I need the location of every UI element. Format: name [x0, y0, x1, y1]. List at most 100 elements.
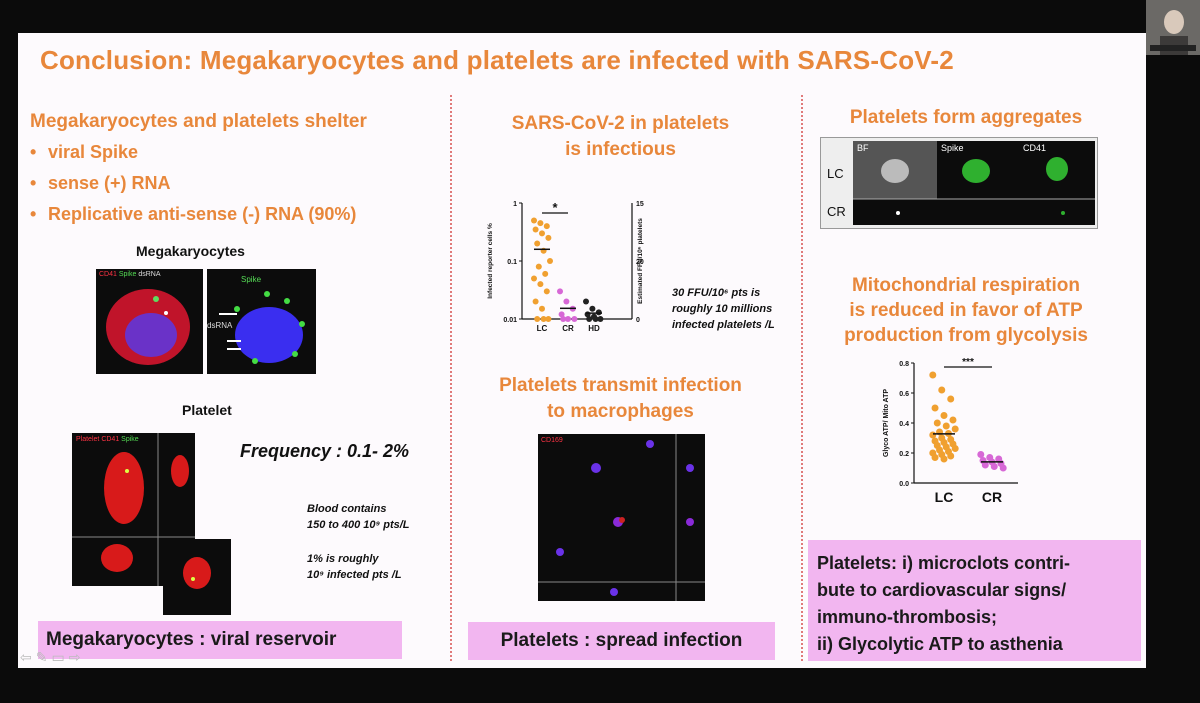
- data-point: [592, 316, 599, 322]
- group-label: CR: [982, 489, 1002, 505]
- data-point: [933, 419, 941, 427]
- webcam-thumbnail[interactable]: [1146, 0, 1200, 55]
- data-point: [981, 461, 989, 469]
- y-tick-label: 0.8: [899, 361, 909, 368]
- data-point: [542, 270, 549, 277]
- y2-axis-label: Estimated FFU/10⁶ platelets: [637, 218, 644, 304]
- label-spike: Spike: [118, 271, 137, 278]
- presentation-slide: Conclusion: Megakaryocytes and platelets…: [18, 33, 1146, 668]
- label-cd41-platelet: CD41: [101, 436, 120, 443]
- data-point: [940, 455, 948, 463]
- infectivity-chart: 10.10.01150200Infected reporter cells %E…: [484, 193, 648, 343]
- data-point: [532, 226, 539, 233]
- y-tick-label: 0.1: [507, 259, 517, 266]
- data-point: [535, 263, 542, 270]
- data-point: [931, 404, 939, 412]
- data-point: [531, 217, 537, 224]
- significance-label: ***: [962, 357, 974, 368]
- y-tick-label: 0.01: [503, 317, 517, 324]
- right-heading: Platelets form aggregates: [849, 107, 1083, 128]
- column-divider-1: [450, 95, 452, 661]
- data-point: [947, 395, 955, 403]
- column-divider-2: [801, 95, 803, 661]
- data-point: [545, 234, 552, 241]
- data-point: [539, 305, 545, 312]
- aggregate-images: [853, 141, 1095, 215]
- data-point: [563, 298, 570, 305]
- label-cd169: CD169: [541, 437, 563, 444]
- infectivity-scatter-svg: 10.10.01150200Infected reporter cells %E…: [487, 200, 648, 333]
- data-point: [545, 316, 552, 322]
- data-point: [586, 316, 593, 322]
- label-spike-platelet: Spike: [121, 436, 139, 443]
- group-label: LC: [935, 489, 954, 505]
- data-point: [951, 425, 959, 433]
- frequency-text: Frequency : 0.1- 2%: [240, 441, 410, 461]
- ffu-note: 30 FFU/10⁶ pts is roughly 10 millions in…: [672, 287, 775, 331]
- data-point: [583, 298, 589, 305]
- y-tick-label: 0.4: [899, 421, 909, 428]
- mk-cell-image: [106, 289, 190, 365]
- data-point: [534, 240, 541, 247]
- middle-heading: SARS-CoV-2 in platelets is infectious: [511, 113, 730, 160]
- y-tick-label: 0.0: [899, 481, 909, 488]
- platelet-3d-image: [183, 557, 211, 589]
- data-point: [990, 463, 998, 470]
- label-cd41: CD41: [99, 271, 117, 278]
- aggregate-grid: BF Spike CD41: [853, 141, 1095, 225]
- macrophage-image: [538, 434, 705, 601]
- data-point: [940, 412, 948, 419]
- presenter-video-icon: [1146, 0, 1200, 55]
- data-point: [931, 454, 939, 461]
- bullet-item: •sense (+) RNA: [30, 173, 171, 193]
- slide-nav-toolbar: ⇦✎▭⇨: [20, 649, 120, 671]
- pen-icon[interactable]: ✎: [35, 649, 48, 665]
- data-point: [947, 452, 955, 460]
- mk-dsrna-image: [219, 291, 305, 364]
- label-cd41-col: CD41: [1023, 143, 1047, 153]
- data-point: [571, 316, 578, 322]
- left-bullet-list: •viral Spike •sense (+) RNA •Replicative…: [30, 137, 356, 230]
- infected-estimate-note: 1% is roughly 10⁹ infected pts /L: [307, 553, 402, 581]
- label-dsrna: dsRNA: [138, 271, 161, 278]
- data-point: [929, 371, 937, 379]
- group-label: LC: [537, 324, 548, 333]
- next-slide-icon[interactable]: ⇨: [68, 649, 81, 665]
- data-point: [942, 422, 950, 430]
- platelet-zstack-image: [72, 433, 195, 586]
- data-point: [534, 316, 541, 322]
- slides-menu-icon[interactable]: ▭: [51, 649, 65, 665]
- data-point: [999, 464, 1007, 472]
- aggregate-panel: BF Spike CD41 LC CR: [820, 137, 1098, 229]
- group-label: HD: [588, 324, 600, 333]
- blood-count-note: Blood contains 150 to 400 10⁹ pts/L: [307, 503, 410, 531]
- data-point: [558, 311, 565, 318]
- data-point: [597, 316, 604, 322]
- label-dsrna-2: dsRNA: [207, 321, 233, 330]
- data-point: [560, 316, 567, 322]
- mk-micrograph-2: Spike dsRNA: [207, 269, 316, 374]
- data-point: [543, 288, 550, 295]
- data-point: [565, 316, 571, 322]
- data-point: [589, 305, 596, 312]
- label-spike-2: Spike: [241, 275, 262, 284]
- platelet-label: Platelet: [182, 402, 232, 418]
- row-label-lc: LC: [827, 166, 844, 181]
- data-point: [938, 386, 946, 394]
- left-conclusion-box: Megakaryocytes : viral reservoir: [38, 621, 402, 659]
- prev-slide-icon[interactable]: ⇦: [20, 649, 32, 665]
- y-axis-label: Infected reporter cells %: [487, 223, 494, 299]
- data-point: [531, 275, 537, 282]
- megakaryocytes-label: Megakaryocytes: [136, 243, 245, 259]
- significance-label: *: [552, 200, 558, 215]
- middle-conclusion-box: Platelets : spread infection: [468, 622, 775, 660]
- y-tick-label: 1: [513, 201, 517, 208]
- label-bf: BF: [857, 143, 869, 153]
- data-point: [547, 258, 553, 264]
- data-point: [540, 316, 547, 322]
- data-point: [537, 281, 544, 288]
- data-point: [977, 451, 985, 458]
- data-point: [537, 220, 544, 227]
- macrophage-micrograph: CD169: [538, 434, 705, 601]
